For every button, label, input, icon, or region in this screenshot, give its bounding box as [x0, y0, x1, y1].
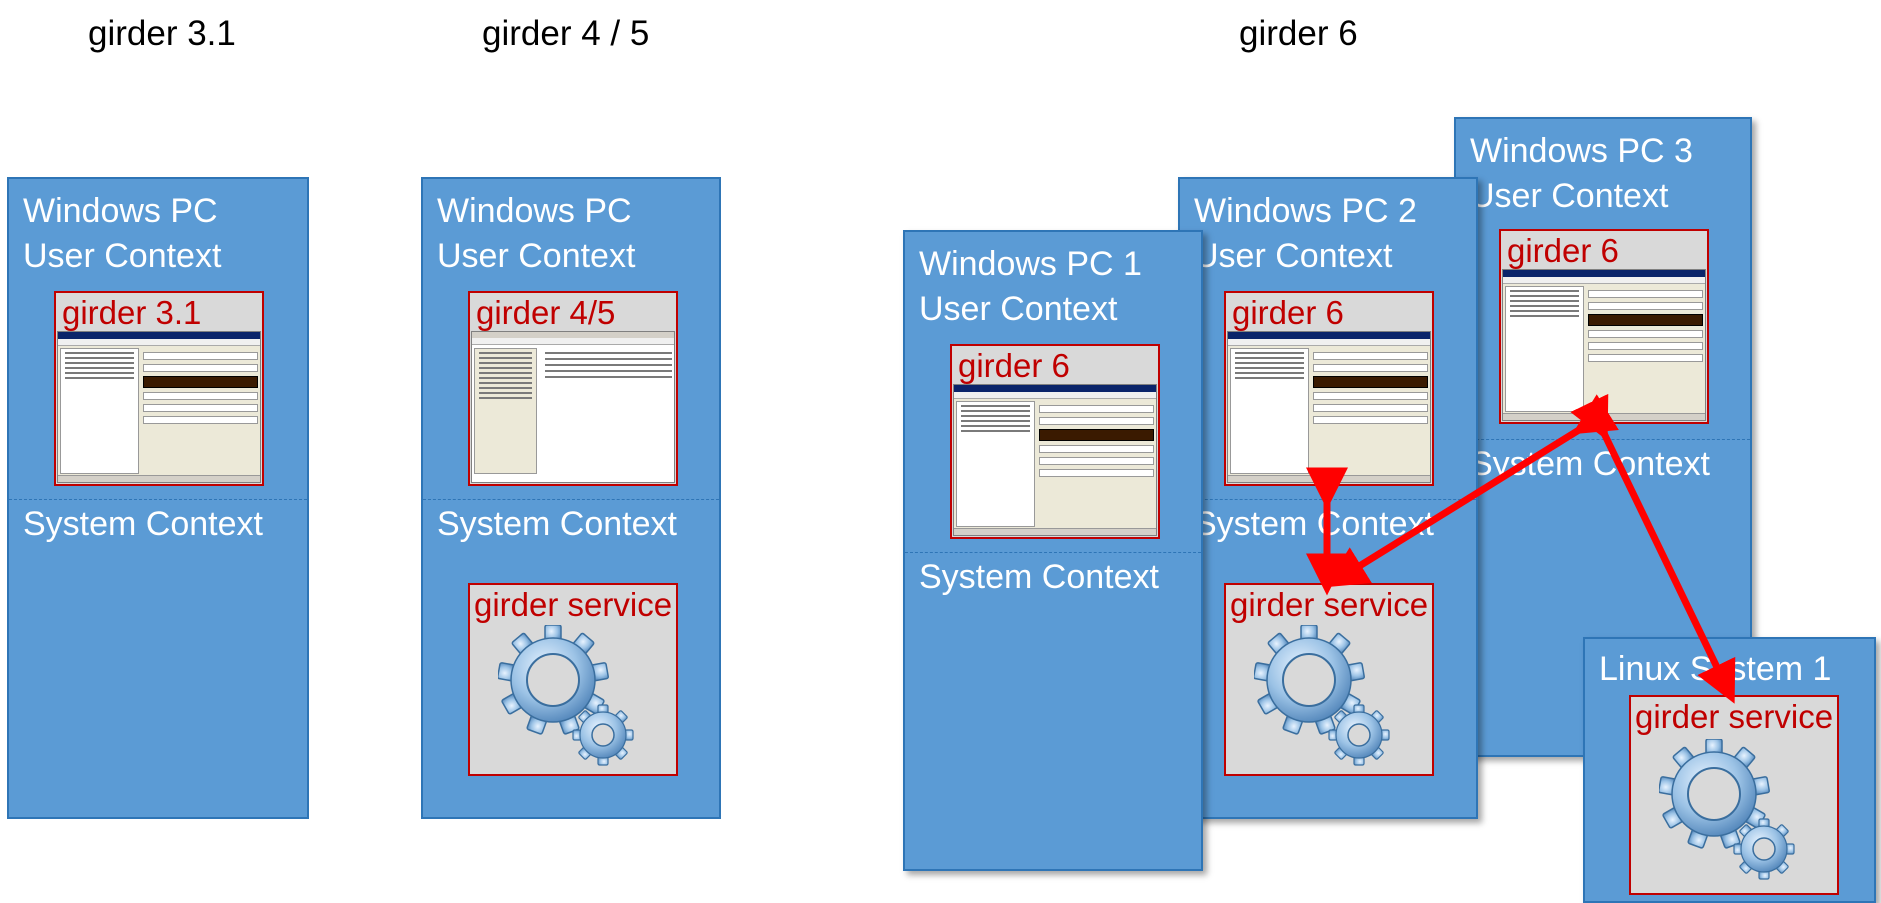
girder-service-box: girder service [1629, 695, 1839, 895]
windows-pc-1-box: Windows PC 1 User Context girder 6 Syste… [903, 230, 1203, 871]
pc-title: Windows PC User Context [23, 189, 221, 279]
girder-service-box: girder service [468, 583, 678, 776]
pc-title-line2: User Context [437, 237, 636, 275]
arrow-app3-linux [1570, 393, 1736, 704]
heading-girder-6: girder 6 [1239, 14, 1358, 53]
pc-title: Windows PC 1 User Context [919, 242, 1142, 332]
context-divider [905, 552, 1201, 553]
pc-title-line1: Windows PC [23, 192, 218, 230]
girder-app-window: girder 4/5 [468, 291, 678, 486]
pc-title: Windows PC 2 User Context [1194, 189, 1417, 279]
heading-girder-4-5: girder 4 / 5 [482, 14, 650, 53]
girder-service-box: girder service [1224, 583, 1434, 776]
app-label: girder 6 [1232, 294, 1344, 331]
girder-app-window: girder 3.1 [54, 291, 264, 486]
pc-title-line1: Windows PC [437, 192, 632, 230]
service-label: girder service [474, 586, 673, 623]
system-context-label: System Context [23, 505, 263, 543]
context-divider [9, 499, 307, 500]
app-screenshot [57, 331, 261, 483]
pc-title-line1: Windows PC 2 [1194, 192, 1417, 230]
system-context-label: System Context [919, 558, 1159, 596]
pc-title-line1: Windows PC 3 [1470, 132, 1693, 170]
windows-pc-box-girder31: Windows PC User Context girder 3.1 Syste… [7, 177, 309, 819]
girder-app-window: girder 6 [950, 344, 1160, 539]
arrow-app3-service2 [1325, 394, 1619, 588]
pc-title-line2: User Context [919, 290, 1118, 328]
app-screenshot [953, 384, 1157, 536]
pc-title-line2: User Context [1194, 237, 1393, 275]
system-context-label: System Context [437, 505, 677, 543]
app-label: girder 3.1 [62, 294, 202, 331]
app-label: girder 4/5 [476, 294, 616, 331]
app-screenshot [471, 331, 675, 483]
app-label: girder 6 [958, 347, 1070, 384]
service-label: girder service [1635, 698, 1834, 735]
pc-title-line1: Windows PC 1 [919, 245, 1142, 283]
app-label: girder 6 [1507, 232, 1619, 269]
pc-title-line2: User Context [1470, 177, 1669, 215]
context-divider [423, 499, 719, 500]
pc-title: Windows PC 3 User Context [1470, 129, 1693, 219]
windows-pc-box-girder45: Windows PC User Context girder 4/5 Syste… [421, 177, 721, 819]
pc-title-line2: User Context [23, 237, 222, 275]
pc-title: Windows PC User Context [437, 189, 635, 279]
heading-girder-3-1: girder 3.1 [88, 14, 236, 53]
